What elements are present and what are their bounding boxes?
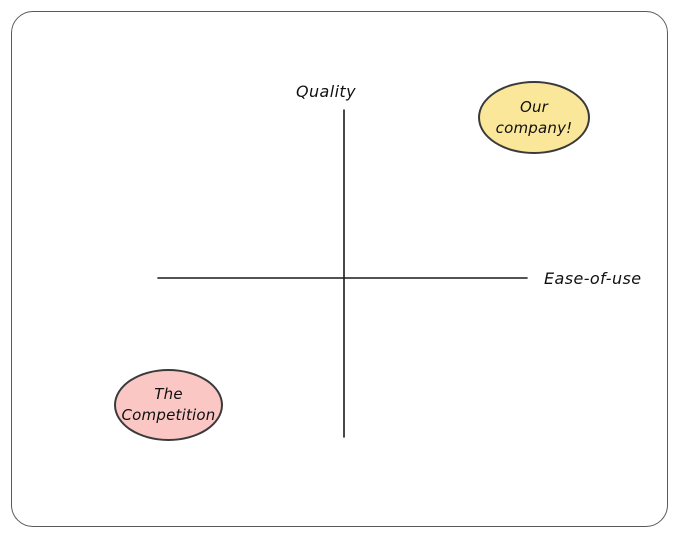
node-the-competition-line1: The [154, 385, 183, 403]
vertical-axis-label: Quality [296, 82, 356, 101]
diagram-frame [11, 11, 668, 527]
node-the-competition[interactable]: The Competition [114, 369, 223, 441]
node-our-company-line2: company! [495, 118, 573, 137]
node-our-company-text: Our company! [490, 97, 579, 139]
node-the-competition-text: The Competition [116, 384, 222, 426]
node-our-company-line1: Our [519, 97, 549, 116]
node-our-company[interactable]: Our company! [478, 81, 590, 154]
node-the-competition-line2: Competition [121, 406, 216, 424]
horizontal-axis-label: Ease-of-use [544, 269, 642, 288]
